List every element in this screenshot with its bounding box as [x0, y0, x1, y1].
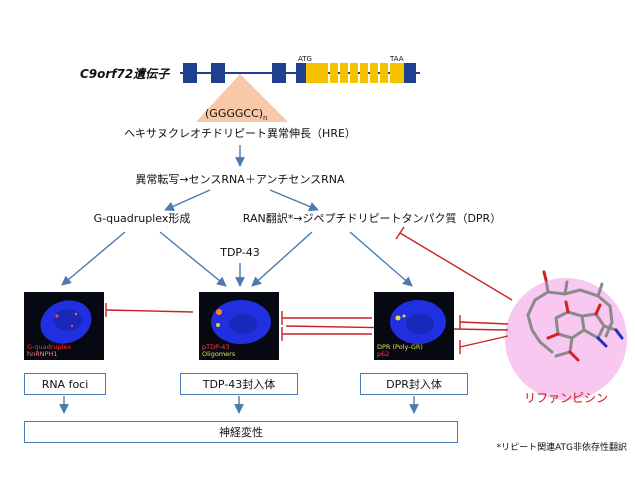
footnote: *リピート関連ATG非依存性翻訳	[497, 441, 627, 453]
transcription-label: 異常転写→センスRNA＋アンチセンスRNA	[135, 173, 345, 186]
rifampicin-highlight-circle	[505, 278, 627, 400]
cell-nucleus-3	[390, 300, 446, 344]
gquadruplex-label: G-quadruplex形成	[94, 212, 191, 225]
exon-coding-4	[350, 63, 358, 83]
exon-coding-5	[360, 63, 368, 83]
arrow-ran-to-dpr	[349, 231, 413, 287]
inhibit-rifampicin-to-ran	[399, 232, 513, 301]
exon-3-blue	[296, 63, 306, 83]
panel-2-caption-2: Oligomers	[202, 350, 236, 358]
pathway-arrows	[59, 145, 419, 414]
exon-1a	[183, 63, 197, 83]
dpr-inclusion-box: DPR封入体	[360, 373, 468, 395]
arrow-gquad-to-rnafoci	[61, 231, 126, 286]
exon-coding-1	[306, 63, 328, 83]
rifampicin-label: リファンピシン	[524, 391, 608, 405]
panel-3-caption-1: DPR (Poly-GR)	[377, 343, 423, 351]
inhibit-rifampicin-to-dpr-2	[459, 335, 509, 348]
panel-dpr-image: DPR (Poly-GR) p62	[374, 292, 454, 360]
gene-structure	[180, 63, 420, 122]
exon-coding-3	[340, 63, 348, 83]
rifampicin-nitrogen	[596, 328, 624, 348]
neurodegeneration-box: 神経変性	[24, 421, 458, 443]
exon-1b	[211, 63, 225, 83]
panel-3-caption-2: p62	[377, 350, 390, 358]
exon-2	[272, 63, 286, 83]
taa-label: TAA	[389, 55, 404, 63]
ran-translation-label: RAN翻訳*→ジペプチドリピートタンパク質（DPR）	[243, 211, 501, 225]
repeat-expansion-triangle	[196, 74, 288, 122]
repeat-label: (GGGGCC)n	[205, 107, 267, 122]
inhibit-rifampicin-to-dpr-1	[459, 321, 509, 325]
rifampicin-oxygen	[542, 270, 602, 362]
exon-coding-6	[370, 63, 378, 83]
exon-coding-2	[330, 63, 338, 83]
panel-2-caption-1: pTDP-43	[202, 343, 230, 351]
rna-foci-box: RNA foci	[24, 373, 106, 395]
arrow-to-ran	[269, 189, 319, 212]
panel-tdp43-image: pTDP-43 Oligomers	[199, 292, 279, 360]
panel-1-caption-1: G-quadruplex	[27, 343, 72, 351]
arrow-ran-to-tdp43	[251, 231, 313, 287]
atg-label: ATG	[298, 55, 312, 63]
cell-nucleus-2	[211, 300, 271, 344]
arrow-to-gquadruplex	[164, 189, 211, 211]
gene-label: C9orf72遺伝子	[80, 67, 171, 81]
tdp43-label: TDP-43	[219, 246, 260, 259]
tdp43-inclusion-box: TDP-43封入体	[180, 373, 298, 395]
panel-1-caption-2: hnRNPH1	[27, 350, 58, 358]
hre-label: ヘキサヌクレオチドリピート異常伸長（HRE）	[124, 127, 356, 140]
arrow-gquad-to-tdp43	[159, 231, 227, 287]
exon-coding-8	[390, 63, 404, 83]
exon-coding-7	[380, 63, 388, 83]
exon-last	[404, 63, 416, 83]
panel-rna-foci-image: G-quadruplex hnRNPH1	[24, 292, 104, 360]
inhibit-tdp43-to-rnafoci	[105, 309, 194, 313]
cell-nucleus-1	[40, 300, 92, 344]
